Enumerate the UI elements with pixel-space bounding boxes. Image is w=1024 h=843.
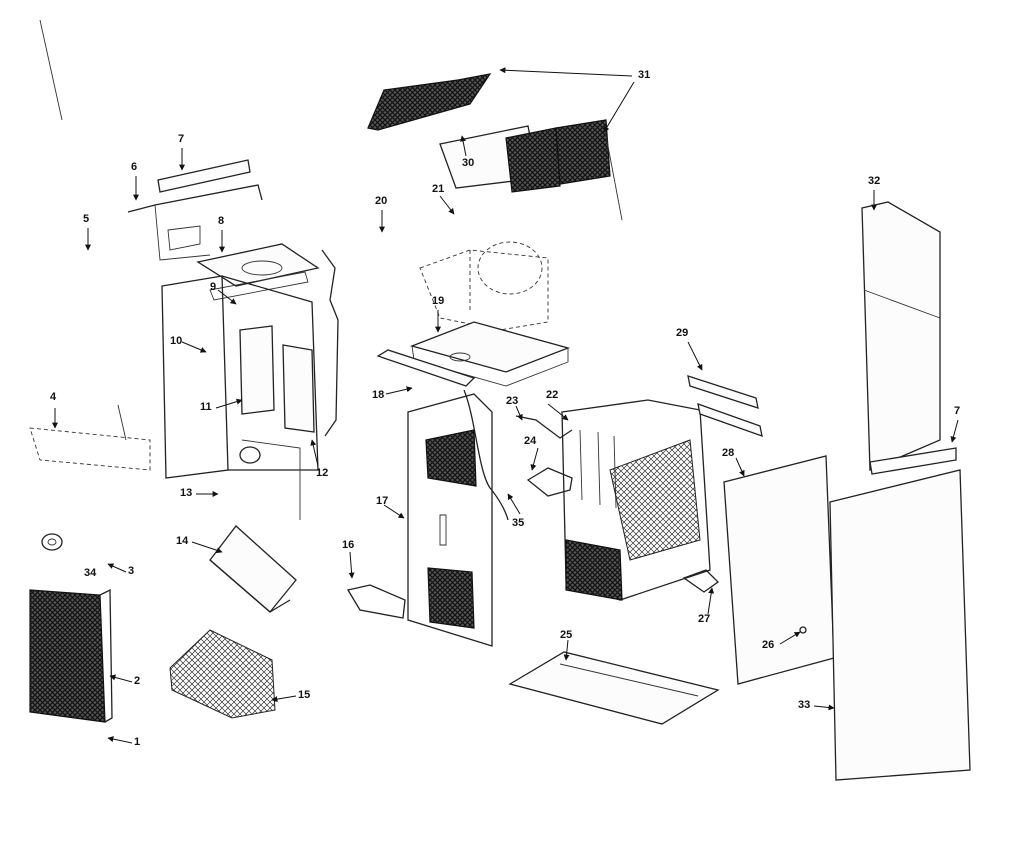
part-33-front-door [829,469,971,781]
callout-5: 5 [83,213,90,225]
part-35-wire [463,389,509,521]
left-cabinet-side [161,275,319,520]
part-32-rear-panel [861,201,957,475]
callout-22: 22 [546,389,559,401]
part-12-side-trim [321,249,339,437]
callout-29: 29 [676,327,689,339]
callout-30: 30 [462,157,475,169]
callout-15: 15 [298,689,311,701]
part-23-gas-valve [515,415,573,497]
part-34-knob [41,533,63,551]
callout-33: 33 [798,699,811,711]
part-25-bottom-pan [508,651,720,725]
callout-21: 21 [432,183,445,195]
edge-line [39,19,63,121]
callout-32: 32 [868,175,881,187]
part-17-center-cabinet-front [407,393,493,647]
callout-4: 4 [50,391,57,403]
callout-11: 11 [200,401,212,413]
callout-19: 19 [432,295,445,307]
part-27-bracket [682,569,720,593]
part-26-screw [799,626,807,634]
part-21-blower-housing [419,241,549,331]
part-19-blower-deck [409,321,571,387]
callout-34: 34 [84,567,97,579]
callout-8: 8 [218,215,225,227]
part-6-casing-top [127,184,263,261]
callout-25: 25 [560,629,573,641]
callout-23: 23 [506,395,519,407]
part-31-filters [367,73,623,221]
part-18-rail [376,349,476,387]
part-4-lower-casing [29,404,151,471]
callout-3: 3 [128,565,135,577]
part-28-side-panel [723,455,835,685]
callout-1: 1 [134,736,141,748]
callout-24: 24 [524,435,537,447]
part-8-blower-plate [196,243,320,301]
callout-31: 31 [638,69,651,81]
part-2-air-filter-grille [29,588,113,723]
callout-18: 18 [372,389,385,401]
leader-arrows [52,67,959,744]
callout-17: 17 [376,495,389,507]
callout-28: 28 [722,447,735,459]
callout-26: 26 [762,639,775,651]
callout-13: 13 [180,487,193,499]
callout-6: 6 [131,161,138,173]
callout-35: 35 [512,517,525,529]
callout-9: 9 [210,281,217,293]
part-7-top-panel [157,159,251,193]
callout-20: 20 [375,195,388,207]
callout-10: 10 [170,335,183,347]
callout-14: 14 [176,535,189,547]
callout-2: 2 [134,675,141,687]
callout-7-right: 7 [954,405,961,417]
callout-27: 27 [698,613,711,625]
callout-16: 16 [342,539,355,551]
part-22-heat-exchanger [561,399,711,601]
callout-7-left: 7 [178,133,185,145]
part-15-insulation [169,629,276,719]
part-14-deflector [209,525,297,613]
part-29-rails [687,375,763,437]
callout-12: 12 [316,467,329,479]
part-16-base-bracket [346,584,406,619]
